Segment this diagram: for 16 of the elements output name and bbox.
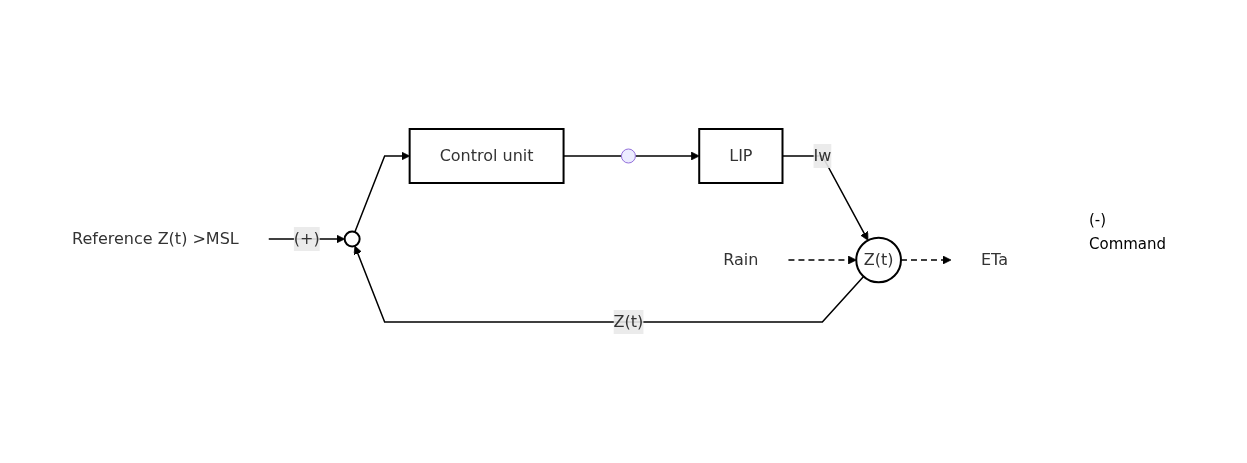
node-text: Reference Z(t) >MSL bbox=[72, 229, 240, 248]
edge-label: Z(t) bbox=[614, 312, 644, 331]
arrow bbox=[354, 151, 411, 233]
edge-label: Iw bbox=[813, 146, 832, 165]
sign-label: (-) bbox=[1089, 210, 1108, 229]
node-box: Control unit bbox=[409, 128, 566, 184]
arrow bbox=[782, 155, 869, 241]
node-text: Rain bbox=[723, 250, 759, 269]
node-switch bbox=[621, 148, 637, 164]
arrow bbox=[354, 245, 865, 323]
edge-label: (+) bbox=[294, 229, 321, 248]
node-box: LIP bbox=[698, 128, 784, 184]
sign-label: Command bbox=[1089, 234, 1168, 253]
node-circle: Z(t) bbox=[855, 236, 903, 284]
node-text: ETa bbox=[981, 250, 1009, 269]
node-circle bbox=[344, 230, 362, 248]
